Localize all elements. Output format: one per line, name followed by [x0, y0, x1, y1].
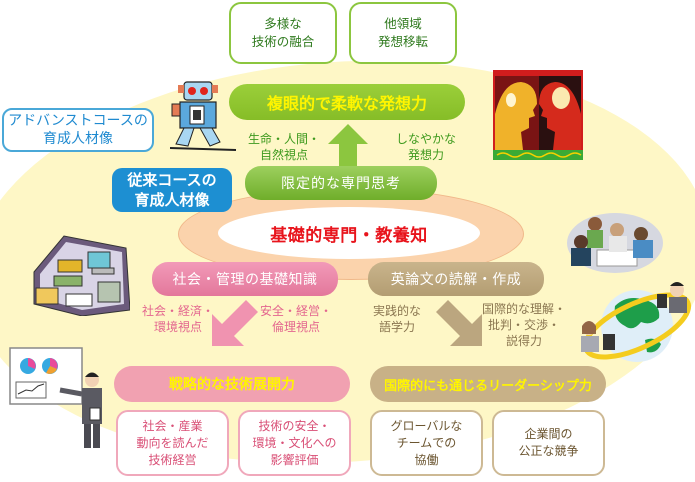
leadership-pill: 国際的にも通じるリーダーシップ力: [370, 366, 606, 402]
strategic-tech-label: 戦略的な技術展開力: [169, 377, 295, 393]
core-knowledge-label: 基礎的専門・教養知: [270, 225, 428, 246]
right-branch-label-right: 国際的な理解・ 批判・交渉・ 説得力: [481, 302, 566, 348]
up-arrow-icon: [328, 124, 368, 166]
business-collage-illustration: [33, 235, 130, 316]
advanced-course-label: アドバンストコースの 育成人材像: [2, 108, 154, 152]
two-faces-lightbulb-illustration: [493, 70, 583, 160]
pink-box-impact-assessment: 技術の安全・ 環境・文化への 影響評価: [238, 410, 351, 476]
meeting-group-illustration: [567, 213, 663, 273]
right-branch-label-left: 実践的な 語学力: [372, 304, 421, 334]
robot-illustration: [170, 81, 237, 151]
down-right-arrow-icon: [436, 300, 482, 346]
core-ellipse: 基礎的専門・教養知: [218, 207, 480, 259]
social-management-pill: 社会・管理の基礎知識: [152, 262, 338, 296]
limited-thinking-label: 限定的な専門思考: [281, 176, 401, 192]
top-box-technology-fusion: 多様な 技術の融合: [229, 2, 337, 64]
english-paper-pill: 英論文の読解・作成: [368, 262, 544, 296]
strategic-tech-pill: 戦略的な技術展開力: [114, 366, 350, 402]
limited-thinking-pill: 限定的な専門思考: [245, 166, 437, 200]
tan-box-global-team: グローバルな チームでの 協働: [370, 410, 483, 476]
presenter-whiteboard-illustration: [9, 347, 102, 448]
conventional-course-label: 従来コースの 育成人材像: [112, 168, 232, 212]
left-branch-label-left: 社会・経済・ 環境視点: [141, 304, 214, 334]
leadership-label: 国際的にも通じるリーダーシップ力: [384, 378, 592, 394]
english-paper-label: 英論文の読解・作成: [390, 272, 522, 288]
top-box-idea-transfer: 他領域 発想移転: [349, 2, 457, 64]
pink-box-tech-management: 社会・産業 動向を読んだ 技術経営: [116, 410, 229, 476]
social-management-label: 社会・管理の基礎知識: [172, 272, 318, 288]
upper-right-label: しなやかな 発想力: [395, 132, 456, 162]
left-branch-label-right: 安全・経営・ 倫理視点: [259, 304, 332, 334]
tan-box-fair-competition: 企業間の 公正な競争: [492, 410, 605, 476]
upper-left-label: 生命・人間・ 自然視点: [247, 132, 320, 162]
globe-network-illustration: [581, 282, 692, 362]
upper-goal-pill: 複眼的で柔軟な発想力: [229, 84, 465, 120]
upper-goal-label: 複眼的で柔軟な発想力: [266, 94, 427, 113]
down-left-arrow-icon: [212, 300, 258, 346]
